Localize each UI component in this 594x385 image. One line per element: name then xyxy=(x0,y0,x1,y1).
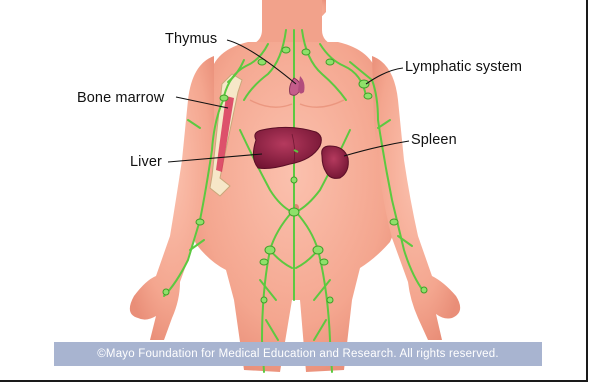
bone-marrow-label: Bone marrow xyxy=(77,91,164,106)
spleen-label: Spleen xyxy=(411,133,457,148)
body-illustration xyxy=(0,0,586,380)
copyright-banner: ©Mayo Foundation for Medical Education a… xyxy=(54,342,542,366)
lymphatic-system-label: Lymphatic system xyxy=(405,60,522,75)
thymus-label: Thymus xyxy=(165,32,217,47)
liver-label: Liver xyxy=(130,155,162,170)
